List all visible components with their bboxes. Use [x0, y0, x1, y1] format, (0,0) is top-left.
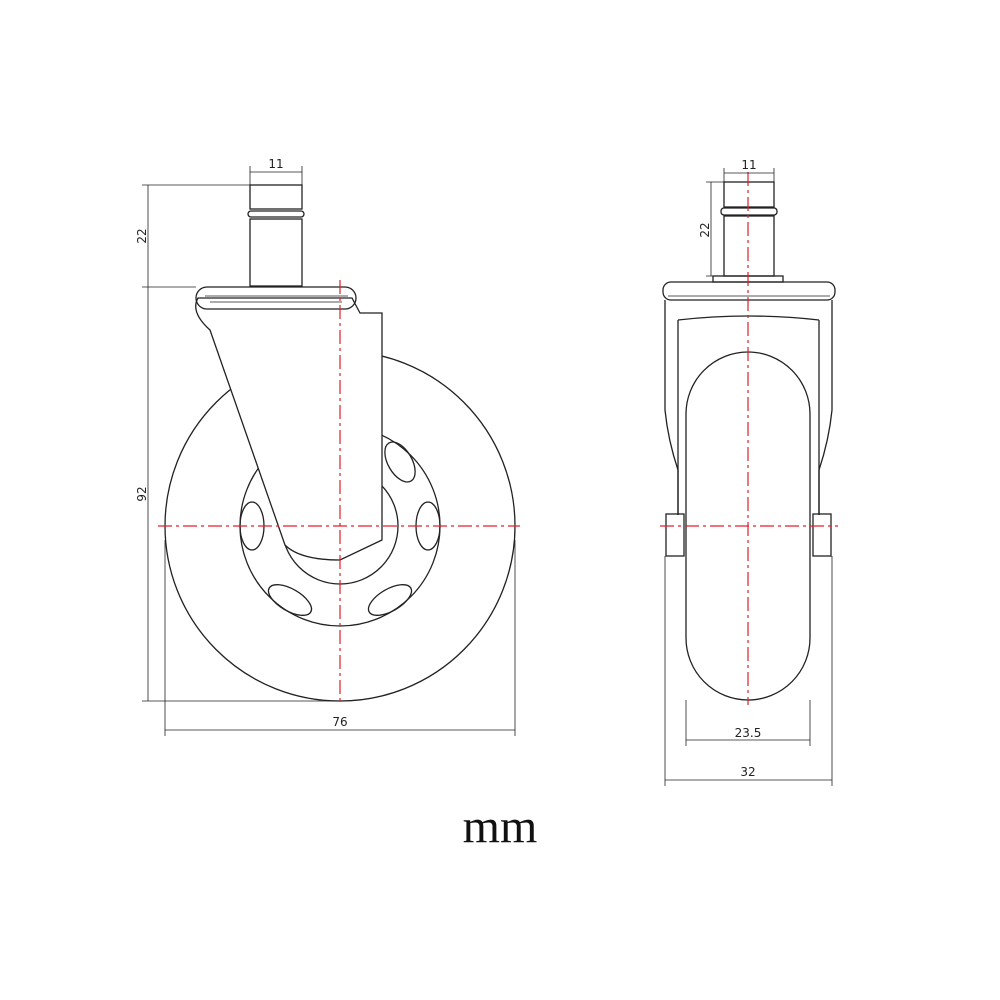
- dimension-lines: [664, 168, 833, 786]
- stem-upper: [249, 184, 303, 210]
- dim-wheel-diameter: 76: [332, 715, 347, 729]
- fork: [195, 297, 383, 561]
- axle-bolt-left: [665, 513, 685, 557]
- axle-bolt-right: [812, 513, 832, 557]
- stem-ring: [247, 210, 305, 218]
- dim-stem-width: 11: [741, 158, 756, 172]
- dim-total-height: 92: [135, 486, 149, 501]
- dim-wheel-width: 23.5: [735, 726, 762, 740]
- top-plate: [195, 286, 357, 310]
- top-plate: [662, 281, 836, 301]
- dimension-lines: [142, 166, 516, 736]
- dim-stem-height: 22: [135, 228, 149, 243]
- side-view: 11 22 92 76: [135, 157, 520, 736]
- stem-lower: [249, 218, 303, 287]
- front-view: 11 22 23.5 32: [660, 158, 838, 786]
- stem-ring: [720, 207, 778, 216]
- dim-stem-width: 11: [268, 157, 283, 171]
- stem-lower: [723, 215, 775, 277]
- stem-upper: [723, 181, 775, 208]
- dim-total-width: 32: [740, 765, 755, 779]
- units-label: mm: [463, 800, 538, 853]
- dim-stem-height: 22: [698, 222, 712, 237]
